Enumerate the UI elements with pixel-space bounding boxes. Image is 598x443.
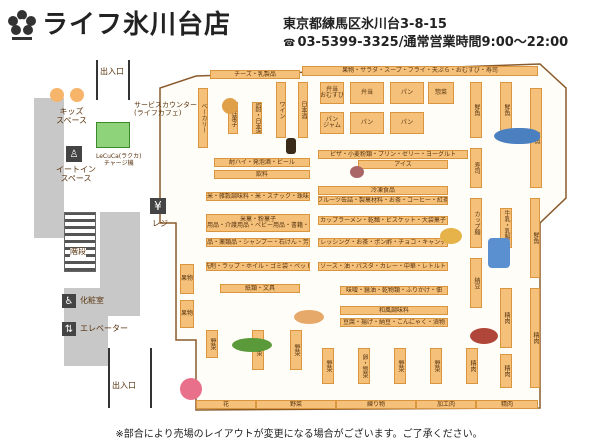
shelf-cheese-dairy: チーズ・乳製品 <box>210 70 300 79</box>
vegetables-icon <box>232 338 272 352</box>
snack-icon <box>440 228 462 244</box>
shelf-meat-4: 精肉 <box>530 288 540 388</box>
kids-space-label: キッズ スペース <box>56 107 88 125</box>
floor-map: 出入口 キッズ スペース ♙ イートイン スペース LeCuCa(ラクカ) チャ… <box>0 48 598 428</box>
shelf-noodles: 弁当 おむすび <box>320 82 344 104</box>
shelf-bakery: ベーカリー <box>198 88 208 148</box>
shelf-bread-2: パン <box>350 112 384 134</box>
shelf-fruit-v: 果物 <box>180 264 194 294</box>
shelf-fish-right: 鮮魚 <box>530 198 540 278</box>
shelf-fruit-salad-wall: 果物・サラダ・スープ・フライ・天ぷら・おむすび・寿司 <box>302 66 538 76</box>
wheelchair-icon: ♿ <box>62 294 76 308</box>
kid-icon <box>70 88 84 102</box>
shelf-kamaboko: 練り物 <box>336 400 416 409</box>
service-counter-label: サービスカウンター (ライフカフェ) <box>134 101 197 117</box>
entrance-top-label: 出入口 <box>100 67 124 76</box>
shelf-delicatessen: 惣菜 <box>428 82 454 104</box>
stairs <box>64 212 96 272</box>
eat-in-label: イートイン スペース <box>56 165 96 183</box>
shelf-veg-3: 野菜 <box>290 330 302 370</box>
shelf-fruits-h: 果物 <box>180 300 194 328</box>
shelf-cup-noodles-v: カップ麺 <box>470 198 482 248</box>
shelf-pizza-dairy: ピザ・小麦粉類・プリン・ゼリー・ヨーグルト <box>318 150 468 159</box>
kid-icon <box>50 88 64 102</box>
shelf-veg-1: 野菜 <box>206 330 218 358</box>
shelf-cosmetic: 化粧品・薬類品・シャンプー・石けん・芳香剤 <box>206 238 310 247</box>
shelf-fruit-juice: フルーツ缶詰・製菓材料・お茶・コーヒー・紅茶 <box>318 196 448 205</box>
shelf-bento: 弁当 <box>350 82 384 104</box>
shelf-bottom-veg: 野菜 <box>256 400 336 409</box>
shelf-liquor: ワイン <box>276 82 286 138</box>
shelf-rice-snack: 米・雑穀調味料・米・スナック・珠味 <box>206 192 310 201</box>
elevator-label: エレベーター <box>80 324 128 333</box>
fish-icon <box>494 128 540 144</box>
shelf-stationery: 紙類・文具 <box>220 284 300 293</box>
footer-note: ※部合により売場のレイアウトが変更になる場合がございます。ご了承ください。 <box>115 429 483 440</box>
shelf-household: 洗濯洗剤・ラップ・ホイル・ゴミ袋・ペット用品 <box>206 262 310 271</box>
shelf-spirits: 焼酎・日本酒 <box>252 102 262 134</box>
register-area <box>100 212 140 316</box>
shelf-veg-4: 野菜 <box>322 348 334 384</box>
lecuca-card-icon <box>96 122 130 148</box>
shelf-miso: 味噌・醤油・乾物類・ふりかけ・佃 <box>340 286 448 295</box>
shelf-meat-right: 精肉 <box>500 288 512 348</box>
shelf-veg-6: 野菜 <box>430 348 442 384</box>
entrance-top[interactable] <box>96 60 130 100</box>
eat-in-icon: ♙ <box>66 146 82 162</box>
bread-icon <box>222 98 238 114</box>
shelf-cup-noodle: カップラーメン・乾麺・ビスケット・大袋菓子 <box>318 216 448 225</box>
yen-icon: ¥ <box>150 198 166 214</box>
shelf-sushi: 寿司 <box>470 148 482 188</box>
meat-icon <box>470 328 498 344</box>
shelf-natto: 納豆 <box>470 258 482 308</box>
shelf-dressing: ドレッシング・お茶・ポン酢・チョコ・キャンディ <box>318 238 448 247</box>
shelf-meat-2: 精肉 <box>500 354 512 388</box>
shelf-bread-3: パン <box>390 112 424 134</box>
shelf-eggs: 卵・惣菜 <box>358 348 370 384</box>
shelf-bread-jam: パン ジャム <box>320 112 344 134</box>
stairs-label: 階段 <box>70 247 86 257</box>
eggs-icon <box>294 310 324 324</box>
left-wall-area <box>34 98 64 238</box>
register-label: レジ <box>152 219 168 228</box>
store-phone-hours: ☎03-5399-3325/通常営業時間9:00〜22:00 <box>283 31 568 50</box>
shelf-meat-3: 精肉 <box>476 400 538 409</box>
elevator-icon: ⇅ <box>62 322 76 336</box>
store-address: 東京都練馬区氷川台3-8-15 <box>283 17 447 32</box>
shelf-frozen: 冷凍食品 <box>318 186 448 195</box>
milk-carton-icon <box>488 238 510 268</box>
shelf-processed-meat: 加工肉 <box>416 400 476 409</box>
store-name: ライフ氷川台店 <box>42 10 232 40</box>
shelf-tofu: 豆腐・揚げ・納豆・こんにゃく・漬物 <box>340 318 448 327</box>
entrance-bottom[interactable] <box>108 348 152 408</box>
shelf-sake: 日本酒 <box>298 82 308 138</box>
shelf-japanese-food: 和風調味料 <box>340 306 448 315</box>
shelf-fresh-fish: 鮮魚 <box>470 82 482 138</box>
flower-bouquet-icon <box>180 378 202 400</box>
shelf-ice: アイス <box>358 160 448 169</box>
shelf-sauce: ソース・油・パスタ・カレー・中華・レトルト <box>318 262 448 271</box>
entrance-bottom-label: 出入口 <box>112 381 136 390</box>
phone-icon: ☎ <box>283 38 296 49</box>
shelf-flowers: 花 <box>196 400 256 409</box>
shelf-bread-1: パン <box>390 82 424 104</box>
pudding-icon <box>350 166 364 178</box>
shelf-meat-1: 精肉 <box>466 348 478 384</box>
lecuca-label: LeCuCa(ラクカ) チャージ機 <box>96 153 142 167</box>
shelf-drinks: 飲料 <box>214 170 310 179</box>
wine-bottle-icon <box>286 138 296 154</box>
restroom-label: 化粧室 <box>80 296 104 305</box>
shelf-rice-baby: 米菓・粉菓子 衛生用品・介護用品・ベビー用品・書籍・雑誌 <box>206 214 310 232</box>
phone-hours-text: 03-5399-3325/通常営業時間9:00〜22:00 <box>297 35 569 50</box>
shelf-veg-5: 野菜 <box>394 348 406 384</box>
flower-icon <box>4 6 40 42</box>
shelf-beer-chuhai: 酎ハイ・発泡酒・ビール <box>214 158 310 167</box>
